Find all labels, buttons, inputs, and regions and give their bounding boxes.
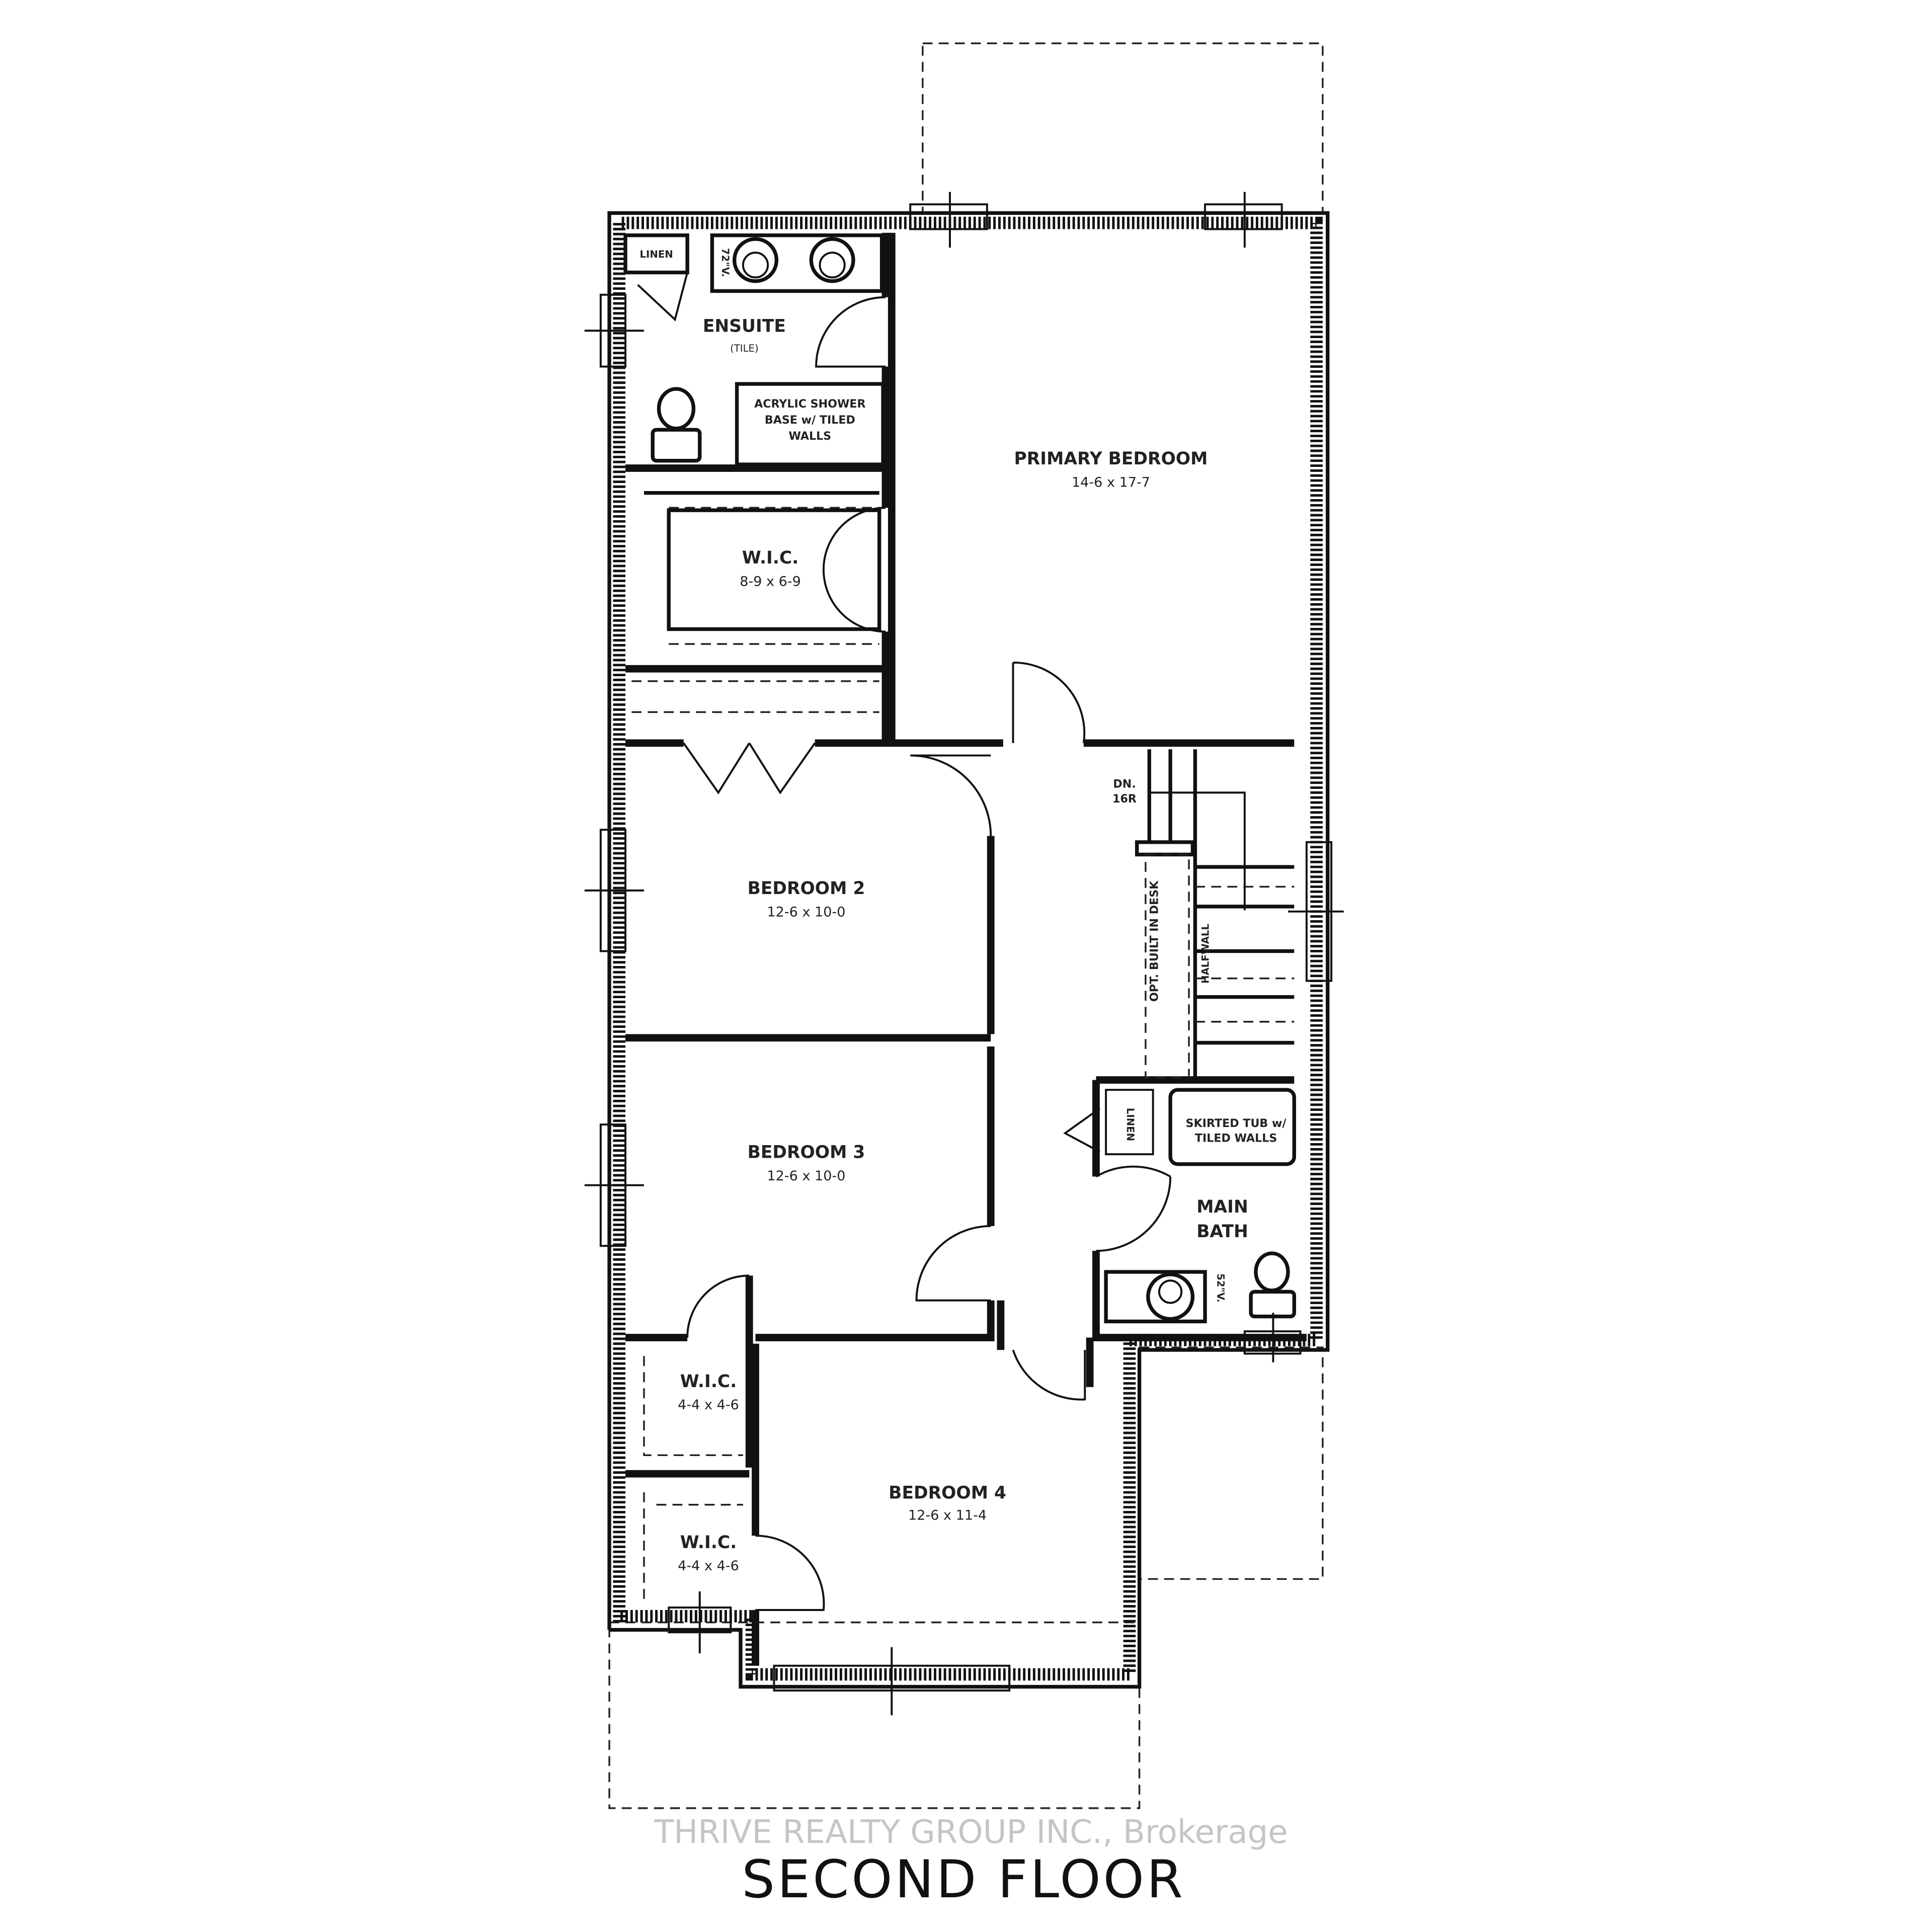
ensuite-linen-label: LINEN (639, 249, 673, 260)
fixtures (623, 233, 1297, 1324)
sink-icon (809, 237, 855, 283)
windows (584, 192, 1344, 1716)
sink-icon (1146, 1272, 1195, 1321)
shower-label-1: ACRYLIC SHOWER (754, 397, 865, 411)
shower-label-3: WALLS (788, 430, 831, 443)
wic-a-label: W.I.C. (680, 1372, 737, 1392)
primary-bedroom-size: 14-6 x 17-7 (1072, 474, 1150, 490)
bedroom3-size: 12-6 x 10-0 (767, 1168, 845, 1184)
ensuite-label: ENSUITE (703, 316, 786, 337)
shower-icon (735, 382, 885, 466)
wic-primary-label: W.I.C. (742, 548, 799, 568)
bedroom4-label: BEDROOM 4 (889, 1483, 1006, 1503)
bath-linen-label: LINEN (1124, 1108, 1136, 1141)
wic-b-size: 4-4 x 4-6 (678, 1558, 739, 1574)
wic-a-size: 4-4 x 4-6 (678, 1397, 739, 1413)
bedroom2-size: 12-6 x 10-0 (767, 905, 845, 920)
toilet-icon (1254, 1251, 1290, 1293)
staircase (1135, 749, 1295, 1079)
bedroom2-label: BEDROOM 2 (748, 878, 865, 899)
garage-outline-right (1138, 1346, 1324, 1580)
doors (637, 272, 1172, 1611)
watermark: THRIVE REALTY GROUP INC., Brokerage (654, 1814, 1288, 1851)
shower-label-2: BASE w/ TILED (765, 414, 855, 427)
porch-outline-bottom (608, 1621, 1141, 1809)
tub-label-2: TILED WALLS (1195, 1132, 1277, 1145)
ensuite-note: (TILE) (730, 343, 759, 354)
main-bath-label-2: BATH (1196, 1222, 1248, 1242)
tub-label-1: SKIRTED TUB w/ (1186, 1117, 1287, 1130)
toilet-icon (657, 387, 696, 431)
main-bath-label-1: MAIN (1196, 1197, 1248, 1217)
sink-icon (733, 237, 779, 283)
floor-title: SECOND FLOOR (742, 1849, 1185, 1910)
ensuite-vanity-label: 72"V. (719, 248, 731, 277)
interior-walls (625, 232, 1307, 1666)
bathtub-icon (1168, 1088, 1297, 1166)
halfwall-label: HALFWALL (1199, 924, 1211, 984)
room-labels: LINEN 72"V. ENSUITE (TILE) ACRYLIC SHOWE… (639, 248, 1286, 1574)
wic-b-label: W.I.C. (680, 1533, 737, 1553)
wic-primary-size: 8-9 x 6-9 (740, 574, 801, 589)
primary-bedroom-label: PRIMARY BEDROOM (1014, 449, 1208, 469)
stairs-dn-label: DN. (1113, 778, 1136, 791)
stairs-risers-label: 16R (1112, 792, 1137, 806)
bedroom4-size: 12-6 x 11-4 (908, 1507, 987, 1523)
bedroom3-label: BEDROOM 3 (748, 1143, 865, 1163)
bath-vanity-label: 52"V. (1215, 1273, 1227, 1303)
balcony-outline (922, 42, 1324, 214)
desk-label: OPT. BUILT IN DESK (1148, 880, 1161, 1002)
